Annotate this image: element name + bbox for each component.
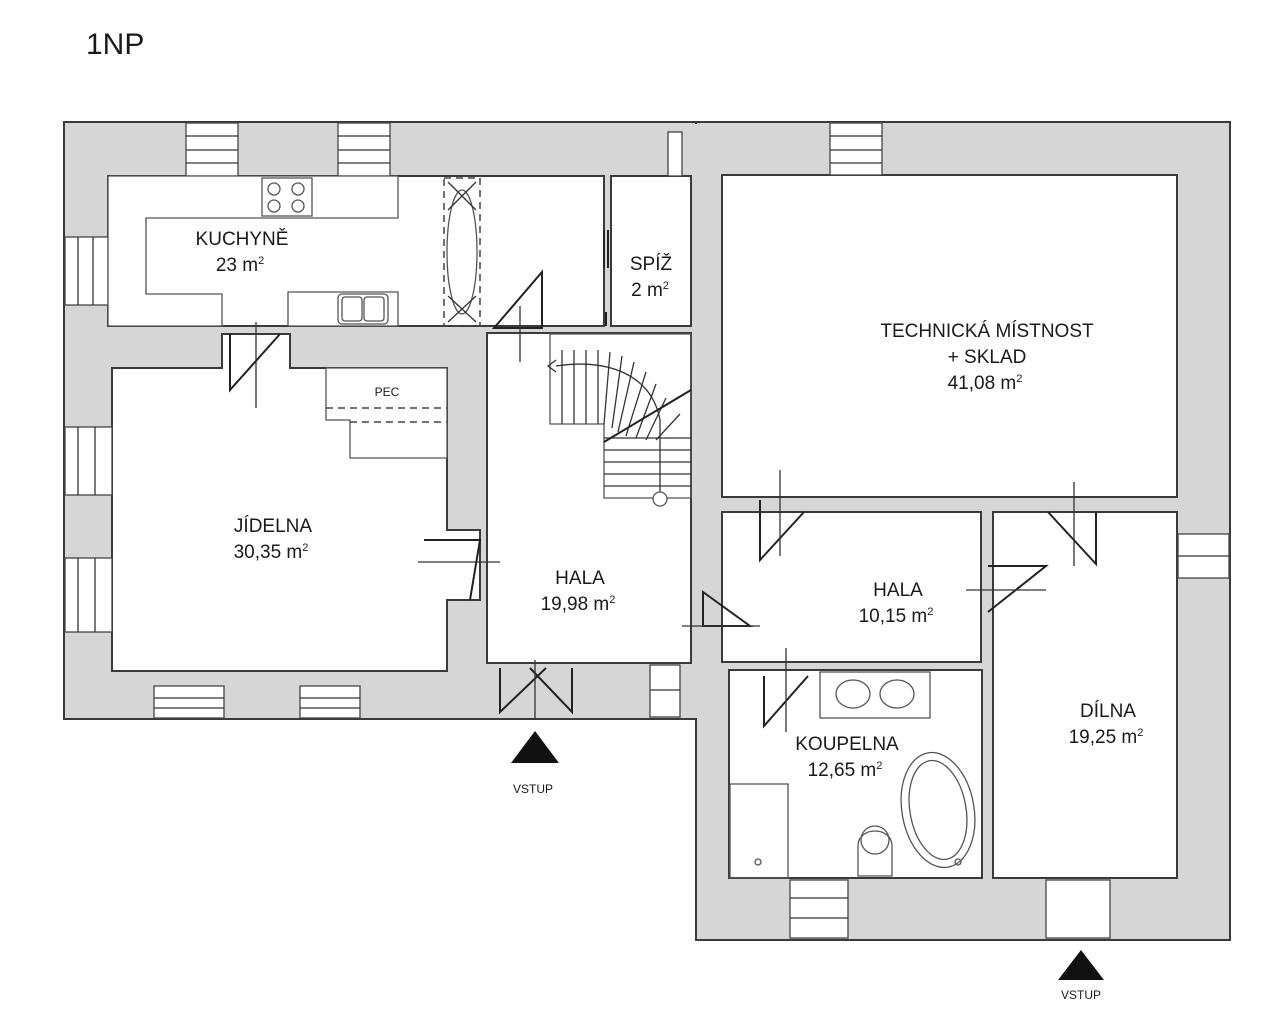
label-technicka-area: 41,08 m2 [948, 373, 1023, 394]
label-technicka-name-1: TECHNICKÁ MÍSTNOST [880, 321, 1094, 342]
label-dilna-name: DÍLNA [1080, 701, 1136, 722]
label-hala-small-name: HALA [873, 580, 923, 601]
room-koupelna [728, 669, 983, 879]
label-koupelna-area: 12,65 m2 [808, 760, 883, 781]
windows [64, 122, 1230, 939]
label-kuchyne-name: KUCHYNĚ [196, 228, 289, 250]
label-hala-main-name: HALA [555, 568, 605, 589]
label-koupelna-name: KOUPELNA [795, 734, 899, 755]
pec-label: PEC [375, 385, 400, 399]
room-spiz [610, 175, 692, 327]
spiz-door [603, 230, 609, 326]
pec-stove: PEC [325, 367, 448, 459]
label-jidelna-area: 30,35 m2 [234, 542, 309, 563]
entrance-marker-1: VSTUP [511, 731, 559, 796]
room-hala-small [721, 511, 982, 663]
label-hala-small-area: 10,15 m2 [859, 606, 934, 627]
label-spiz-area: 2 m2 [631, 280, 669, 301]
entrance-marker-2: VSTUP [1058, 950, 1104, 1002]
room-dilna [992, 511, 1178, 879]
staircase [546, 333, 692, 507]
label-kuchyne-area: 23 m2 [216, 255, 264, 276]
bathroom-fixtures [729, 671, 976, 879]
label-jidelna-name: JÍDELNA [234, 516, 312, 537]
doors [229, 269, 1097, 732]
entrance-label-2: VSTUP [1061, 988, 1101, 1002]
label-hala-main-area: 19,98 m2 [541, 594, 616, 615]
label-spiz-name: SPÍŽ [630, 253, 673, 275]
label-technicka-name-2: + SKLAD [948, 347, 1027, 368]
room-labels: KUCHYNĚ 23 m2 SPÍŽ 2 m2 TECHNICKÁ MÍSTNO… [196, 228, 1144, 781]
floor-label: 1NP [86, 28, 145, 61]
kitchen-counter [107, 175, 399, 327]
room-technicka [721, 174, 1178, 498]
kitchen-passage [443, 177, 481, 327]
label-dilna-area: 19,25 m2 [1069, 727, 1144, 748]
entrance-label-1: VSTUP [513, 782, 553, 796]
